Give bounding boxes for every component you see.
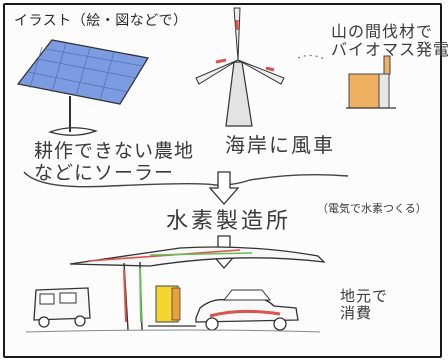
solar-label-line1: 耕作できない農地 xyxy=(34,140,195,162)
dotted-connector xyxy=(297,54,327,61)
wind-turbine-tower xyxy=(225,61,253,127)
consumption-label: 地元で 消費 xyxy=(340,287,389,323)
biomass-label: 山の間伐材で バイオマス発電 xyxy=(331,22,448,60)
biomass-label-line1: 山の間伐材で xyxy=(331,22,434,41)
solar-panel-base xyxy=(48,127,98,136)
header-label: イラスト（絵・図などで） xyxy=(14,13,188,29)
consumption-label-line1: 地元で xyxy=(340,287,389,305)
truck-illustration xyxy=(33,287,91,328)
station-canopy xyxy=(69,246,326,267)
hydrogen-plant-label: 水素製造所 xyxy=(166,209,292,234)
biomass-label-line2: バイオマス発電 xyxy=(331,40,448,60)
wind-label: 海岸に風車 xyxy=(225,133,335,157)
solar-label-line2: などにソーラー xyxy=(34,161,175,184)
solar-label: 耕作できない農地 などにソーラー xyxy=(34,140,195,185)
hydrogen-plant-note: （電気で水素つくる） xyxy=(317,202,427,215)
biomass-plant-chimney xyxy=(383,55,391,75)
biomass-plant-building xyxy=(348,73,380,109)
solar-panel-illustration xyxy=(16,39,150,136)
car-illustration xyxy=(195,289,299,331)
wind-turbine-illustration xyxy=(195,7,285,127)
biomass-plant-illustration xyxy=(346,55,396,109)
source-bracket xyxy=(23,171,349,188)
wind-turbine-blade xyxy=(195,59,239,85)
hydrogen-station-illustration xyxy=(69,246,326,331)
wind-turbine-blade xyxy=(237,59,285,85)
wind-turbine-blade xyxy=(233,7,241,61)
arrow-to-plant xyxy=(208,171,240,205)
consumption-label-line2: 消費 xyxy=(340,304,373,323)
